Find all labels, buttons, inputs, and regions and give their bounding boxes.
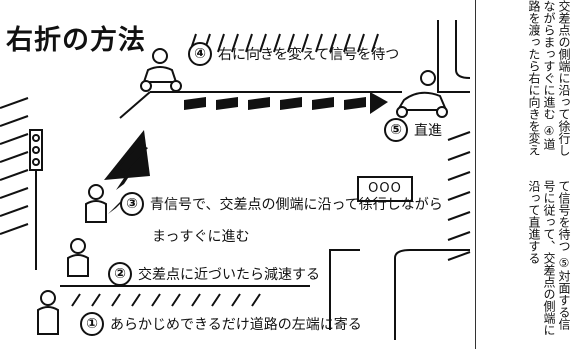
dashed-path-top [184, 92, 388, 114]
right-crosswalk [447, 131, 471, 261]
step-3: ③ 青信号で、交差点の側端に沿って徐行しながら [120, 192, 443, 216]
step-2: ② 交差点に近づいたら減速する [108, 262, 320, 286]
near-crosswalk [71, 293, 261, 307]
step-1: ① あらかじめできるだけ道路の左端に寄る [80, 312, 362, 336]
step-2-number: ② [108, 262, 132, 286]
near-road-edge-2 [394, 249, 470, 340]
right-road-edge-2 [455, 20, 471, 79]
side-text-col-5: 号に従って、交差点の側端に [542, 180, 556, 336]
side-text-divider [475, 0, 476, 349]
near-road-edge [329, 249, 360, 330]
step-5-text: 直進 [414, 123, 442, 139]
top-crosswalk [189, 33, 379, 53]
rider-top [140, 48, 182, 92]
step-1-text: あらかじめできるだけ道路の左端に寄る [110, 317, 362, 333]
diagram-title: 右折の方法 [6, 25, 146, 56]
step-3-number: ③ [120, 192, 144, 216]
left-crosswalk [0, 97, 29, 235]
step-5-number: ⑤ [384, 118, 408, 142]
rider-3 [85, 184, 107, 223]
traffic-signal-label: OOO [357, 176, 413, 202]
side-text-col-4: て信号を待つ ⑤対面する信 [557, 180, 571, 330]
rider-1 [37, 290, 59, 335]
rider-right [396, 70, 448, 118]
side-text-col-6: 沿って直進する [527, 180, 541, 264]
step-4-number: ④ [188, 42, 212, 66]
side-text-col-3: 路を渡ったら右に向きを変え [527, 0, 541, 156]
side-text-col-1: 交差点の側端に沿って徐行し [557, 0, 571, 156]
rider-2 [67, 238, 89, 277]
step-4: ④ 右に向きを変えて信号を待つ [188, 42, 399, 66]
far-road-curb [119, 91, 151, 119]
side-text-col-2: ながらまっすぐに進む ④道 [542, 0, 556, 150]
step-5: ⑤ 直進 [384, 118, 442, 142]
step-3-continued: まっすぐに進む [152, 226, 249, 246]
dashed-path-up [104, 130, 150, 214]
right-road-edge [437, 20, 470, 93]
step-3-text: 青信号で、交差点の側端に沿って徐行しながら [150, 197, 443, 213]
step-1-number: ① [80, 312, 104, 336]
step-2-text: 交差点に近づいたら減速する [138, 267, 320, 283]
step-3-text-continued: まっすぐに進む [152, 229, 250, 245]
step-4-text: 右に向きを変えて信号を待つ [218, 47, 400, 63]
traffic-signal-pole [29, 129, 43, 270]
